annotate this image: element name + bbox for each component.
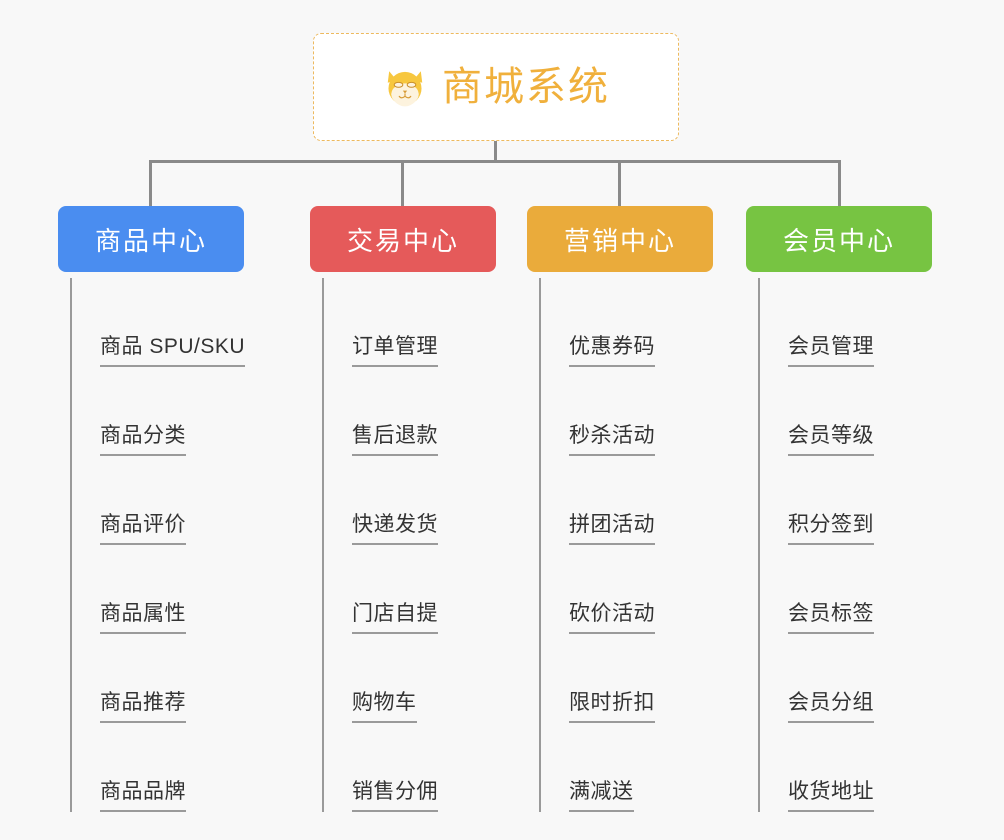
root-node[interactable]: 商城系统: [313, 33, 679, 141]
list-item[interactable]: 商品推荐: [72, 634, 244, 723]
leaf-label: 门店自提: [352, 601, 438, 634]
list-item[interactable]: 门店自提: [324, 545, 496, 634]
leaf-list-1: 订单管理 售后退款 快递发货 门店自提 购物车 销售分佣: [322, 278, 496, 812]
branch-header-label-3: 会员中心: [782, 225, 895, 256]
list-item[interactable]: 会员标签: [760, 545, 932, 634]
list-item[interactable]: 拼团活动: [541, 456, 713, 545]
branch-header-label-1: 交易中心: [346, 225, 459, 256]
root-title: 商城系统: [442, 65, 610, 109]
leaf-list-0: 商品 SPU/SKU 商品分类 商品评价 商品属性 商品推荐 商品品牌: [70, 278, 246, 812]
leaf-label: 限时折扣: [569, 690, 655, 723]
leaf-label: 商品推荐: [100, 690, 186, 723]
list-item[interactable]: 会员等级: [760, 367, 932, 456]
leaf-label: 快递发货: [352, 512, 438, 545]
list-item[interactable]: 积分签到: [760, 456, 932, 545]
branch-marketing-center: 营销中心 优惠券码 秒杀活动 拼团活动 砍价活动 限时折扣 满减送: [527, 206, 713, 812]
connector-branch-drop-3: [838, 160, 841, 208]
leaf-label: 售后退款: [352, 423, 438, 456]
branch-header-3[interactable]: 会员中心: [746, 206, 932, 272]
leaf-label: 优惠券码: [569, 334, 655, 367]
leaf-label: 积分签到: [788, 512, 874, 545]
branch-header-2[interactable]: 营销中心: [527, 206, 713, 272]
list-item[interactable]: 商品分类: [72, 367, 244, 456]
leaf-label: 秒杀活动: [569, 423, 655, 456]
branch-header-label-0: 商品中心: [94, 225, 207, 256]
list-item[interactable]: 会员管理: [760, 278, 932, 367]
leaf-list-2: 优惠券码 秒杀活动 拼团活动 砍价活动 限时折扣 满减送: [539, 278, 713, 812]
leaf-label: 满减送: [569, 779, 634, 812]
leaf-label: 会员等级: [788, 423, 874, 456]
branch-trade-center: 交易中心 订单管理 售后退款 快递发货 门店自提 购物车 销售分佣: [310, 206, 496, 812]
list-item[interactable]: 购物车: [324, 634, 496, 723]
list-item[interactable]: 商品 SPU/SKU: [72, 278, 246, 367]
list-item[interactable]: 秒杀活动: [541, 367, 713, 456]
leaf-label: 商品品牌: [100, 779, 186, 812]
connector-root-stem: [494, 141, 497, 162]
list-item[interactable]: 商品品牌: [72, 723, 244, 812]
connector-branch-drop-0: [149, 160, 152, 208]
leaf-label: 商品分类: [100, 423, 186, 456]
branch-header-0[interactable]: 商品中心: [58, 206, 244, 272]
leaf-label: 订单管理: [352, 334, 438, 367]
list-item[interactable]: 满减送: [541, 723, 713, 812]
leaf-label: 商品 SPU/SKU: [100, 334, 246, 367]
branch-member-center: 会员中心 会员管理 会员等级 积分签到 会员标签 会员分组 收货地址: [746, 206, 932, 812]
branch-header-1[interactable]: 交易中心: [310, 206, 496, 272]
connector-branch-drop-2: [618, 160, 621, 208]
list-item[interactable]: 销售分佣: [324, 723, 496, 812]
leaf-label: 商品评价: [100, 512, 186, 545]
list-item[interactable]: 会员分组: [760, 634, 932, 723]
list-item[interactable]: 商品属性: [72, 545, 244, 634]
leaf-label: 会员标签: [788, 601, 874, 634]
list-item[interactable]: 订单管理: [324, 278, 496, 367]
list-item[interactable]: 商品评价: [72, 456, 244, 545]
shiba-dog-face-icon: [387, 71, 423, 107]
branch-header-label-2: 营销中心: [563, 225, 676, 256]
list-item[interactable]: 优惠券码: [541, 278, 713, 367]
leaf-label: 销售分佣: [352, 779, 438, 812]
list-item[interactable]: 收货地址: [760, 723, 932, 812]
list-item[interactable]: 售后退款: [324, 367, 496, 456]
leaf-label: 收货地址: [788, 779, 874, 812]
leaf-label: 砍价活动: [569, 601, 655, 634]
list-item[interactable]: 限时折扣: [541, 634, 713, 723]
leaf-label: 拼团活动: [569, 512, 655, 545]
list-item[interactable]: 快递发货: [324, 456, 496, 545]
leaf-label: 会员分组: [788, 690, 874, 723]
list-item[interactable]: 砍价活动: [541, 545, 713, 634]
leaf-list-3: 会员管理 会员等级 积分签到 会员标签 会员分组 收货地址: [758, 278, 932, 812]
leaf-label: 商品属性: [100, 601, 186, 634]
leaf-label: 会员管理: [788, 334, 874, 367]
connector-branch-drop-1: [401, 160, 404, 208]
leaf-label: 购物车: [352, 690, 417, 723]
connector-horizontal-bus: [149, 160, 841, 163]
branch-product-center: 商品中心 商品 SPU/SKU 商品分类 商品评价 商品属性 商品推荐 商品品牌: [58, 206, 246, 812]
